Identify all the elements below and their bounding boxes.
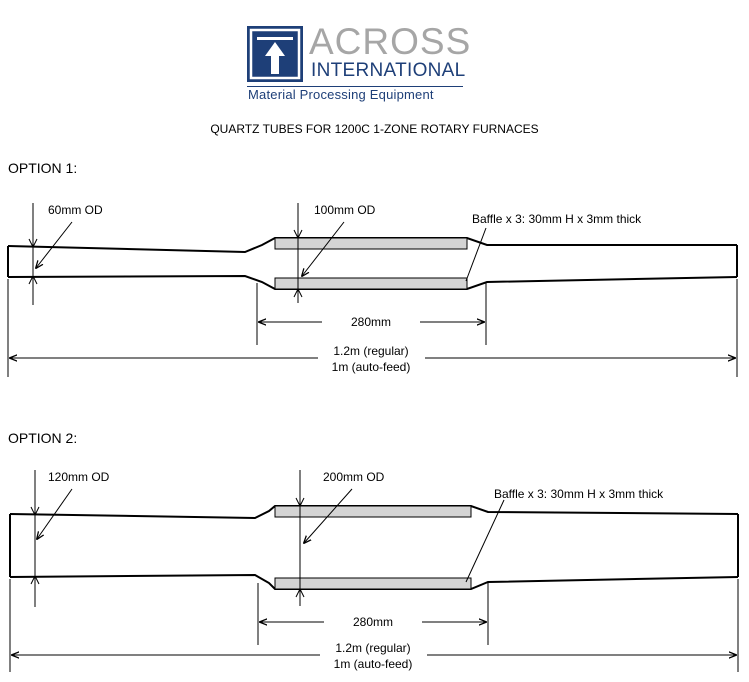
option-1-center-od-arrow-top [293, 229, 303, 240]
option-1-baffle-label: Baffle x 3: 30mm H x 3mm thick [472, 212, 642, 226]
option-1-baffle-top [274, 237, 468, 250]
option-1-center-od-leader [302, 221, 345, 276]
option-2-baffle-bottom [274, 577, 472, 590]
option-2-center-od-arrow-top [295, 497, 305, 508]
option-2-length-regular: 1.2m (regular) [335, 641, 410, 655]
logo-tagline: Material Processing Equipment [248, 87, 434, 102]
logo-name-top: ACROSS [309, 21, 472, 62]
option-1-length-autofeed: 1m (auto-feed) [332, 360, 411, 374]
option-1-end-od-label: 60mm OD [48, 203, 103, 217]
option-1-center-length-label: 280mm [351, 315, 391, 329]
option-2-label: OPTION 2: [8, 430, 78, 446]
option-1-center-od-label: 100mm OD [314, 203, 376, 217]
option-2-baffle-label: Baffle x 3: 30mm H x 3mm thick [494, 487, 664, 501]
option-2-center-od-label: 200mm OD [323, 470, 385, 484]
option-2-end-od-leader [37, 488, 73, 539]
option-2-center-length-label: 280mm [353, 615, 393, 629]
option-2-diagram: 120mm OD 200mm OD Baffle x 3: 30mm H x 3… [9, 470, 739, 672]
option-1-end-od-arrow-top [28, 238, 38, 249]
option-2-end-od-arrow-top [30, 506, 40, 517]
option-2-end-od-label: 120mm OD [48, 470, 110, 484]
option-2-baffle-leader [465, 499, 505, 583]
option-1-label: OPTION 1: [8, 160, 78, 176]
option-2-length-autofeed: 1m (auto-feed) [334, 657, 413, 671]
option-2-center-od-leader [304, 488, 353, 543]
option-1-end-od-arrow-bottom [28, 274, 38, 285]
option-1-end-od-leader [36, 221, 73, 268]
logo-emblem [247, 26, 303, 82]
logo-name-mid: INTERNATIONAL [311, 60, 466, 81]
option-1-length-regular: 1.2m (regular) [333, 344, 408, 358]
option-1-baffle-bottom [274, 277, 468, 290]
option-1-diagram: 60mm OD 100mm OD Baffle x 3: 30mm H x 3m… [7, 203, 738, 377]
option-1-center-od-arrow-bottom [293, 287, 303, 298]
option-2-center-od-arrow-bottom [295, 587, 305, 598]
company-logo: ACROSS INTERNATIONAL Material Processing… [247, 22, 470, 102]
option-1-baffle-leader [465, 227, 487, 282]
page-title: QUARTZ TUBES FOR 1200C 1-ZONE ROTARY FUR… [210, 122, 539, 136]
option-2-end-od-arrow-bottom [30, 574, 40, 585]
logo-rule [247, 86, 463, 87]
option-2-baffle-top [274, 505, 472, 518]
